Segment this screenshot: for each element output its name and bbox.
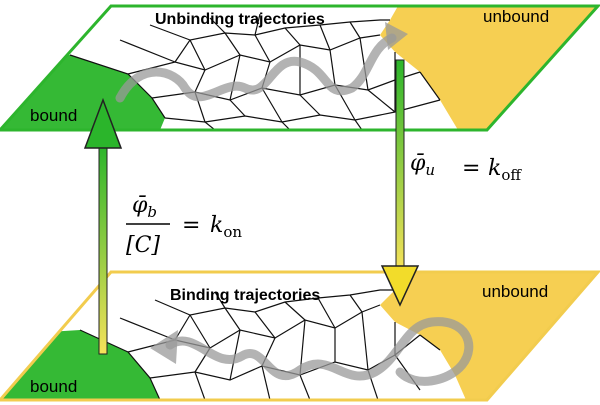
top-plane: Unbinding trajectories bound unbound: [0, 4, 600, 132]
koff-equation: φ̄u = koff: [410, 151, 522, 184]
koff-rhs: koff: [488, 156, 522, 184]
top-bound-label: bound: [30, 106, 77, 125]
bottom-trajectory-path: [165, 317, 474, 386]
unbinding-arrow: [380, 59, 420, 307]
bottom-plane-border: [0, 270, 600, 402]
bottom-trajectory-arrowhead: [150, 330, 178, 364]
koff-lhs: φ̄u: [410, 151, 435, 179]
unbinding-arrow-shaft: [395, 59, 405, 271]
kon-equation: φ̄b [C] = kon: [126, 193, 242, 258]
binding-arrow-shaft: [98, 145, 108, 355]
koff-equals: =: [462, 156, 480, 181]
bottom-unbound-region: [380, 272, 598, 400]
top-plane-border: [0, 4, 600, 132]
bottom-plane-title: Binding trajectories: [170, 287, 320, 304]
kon-rhs: kon: [210, 213, 242, 241]
top-trajectory-path: [115, 33, 397, 103]
kon-equals: =: [182, 213, 200, 238]
top-plane-title: Unbinding trajectories: [155, 11, 325, 28]
kon-numerator: φ̄b: [132, 193, 157, 221]
top-unbound-label: unbound: [483, 7, 549, 26]
bottom-plane: Binding trajectories bound unbound: [0, 270, 600, 402]
kon-denominator: [C]: [126, 233, 160, 258]
top-network-mesh: [69, 13, 441, 130]
unbinding-arrow-head: [380, 265, 420, 307]
binding-arrow-head: [83, 97, 123, 149]
top-unbound-region: [380, 6, 598, 130]
bottom-bound-label: bound: [30, 377, 77, 396]
bottom-unbound-label: unbound: [482, 282, 548, 301]
binding-arrow: [83, 97, 123, 355]
top-trajectory-arrowhead: [385, 22, 408, 50]
